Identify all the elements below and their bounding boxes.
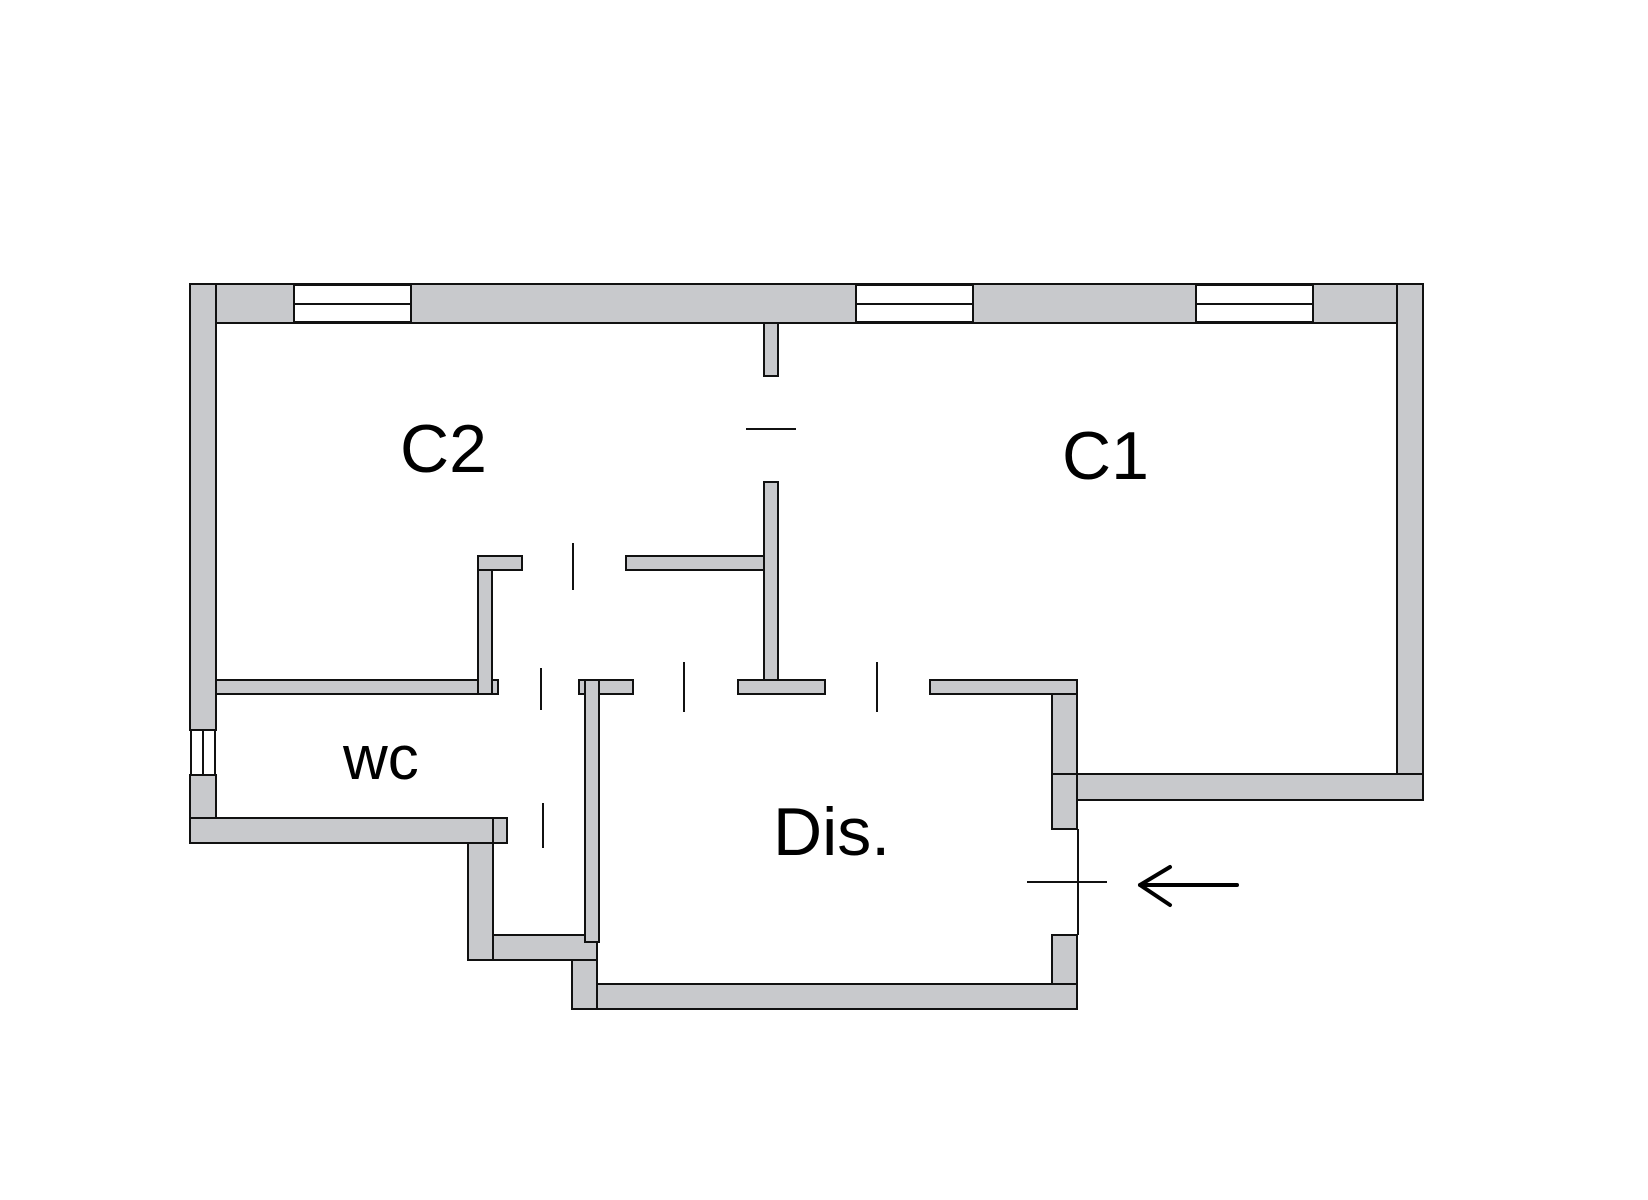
window-wc xyxy=(190,729,216,776)
windows xyxy=(190,284,1314,776)
window-c2 xyxy=(293,284,412,323)
wall-divider-lower xyxy=(763,481,779,695)
wall-dis-bottom xyxy=(571,983,1078,1010)
wall-wc-door-stub xyxy=(492,817,508,844)
wall-wc-bottom xyxy=(189,817,494,844)
outer-walls xyxy=(189,283,1424,1010)
wall-wc-corridor xyxy=(584,679,600,943)
wall-c2-door-right xyxy=(625,555,765,571)
wall-divider-upper xyxy=(763,322,779,377)
room-label-c1: C1 xyxy=(1062,418,1149,494)
room-label-dis: Dis. xyxy=(773,794,890,870)
inner-walls xyxy=(215,322,1078,943)
wall-c2-wc xyxy=(215,679,499,695)
wall-corridor-b xyxy=(737,679,826,695)
wall-dis-right-upper xyxy=(1051,773,1078,830)
wall-c2-corner-vertical xyxy=(477,555,493,695)
window-c1-left xyxy=(855,284,974,323)
wall-c2-door-left xyxy=(477,555,523,571)
wall-corridor-c xyxy=(929,679,1078,695)
arrow-left-icon xyxy=(1138,865,1239,907)
doors xyxy=(540,428,1107,935)
wall-right xyxy=(1396,283,1424,801)
room-label-wc: wc xyxy=(342,724,419,793)
wall-c1-bottom xyxy=(1063,773,1424,801)
room-label-c2: C2 xyxy=(400,411,487,487)
window-c1-right xyxy=(1195,284,1314,323)
room-labels: C2 C1 wc Dis. xyxy=(342,411,1149,870)
wall-left-upper xyxy=(189,283,217,731)
